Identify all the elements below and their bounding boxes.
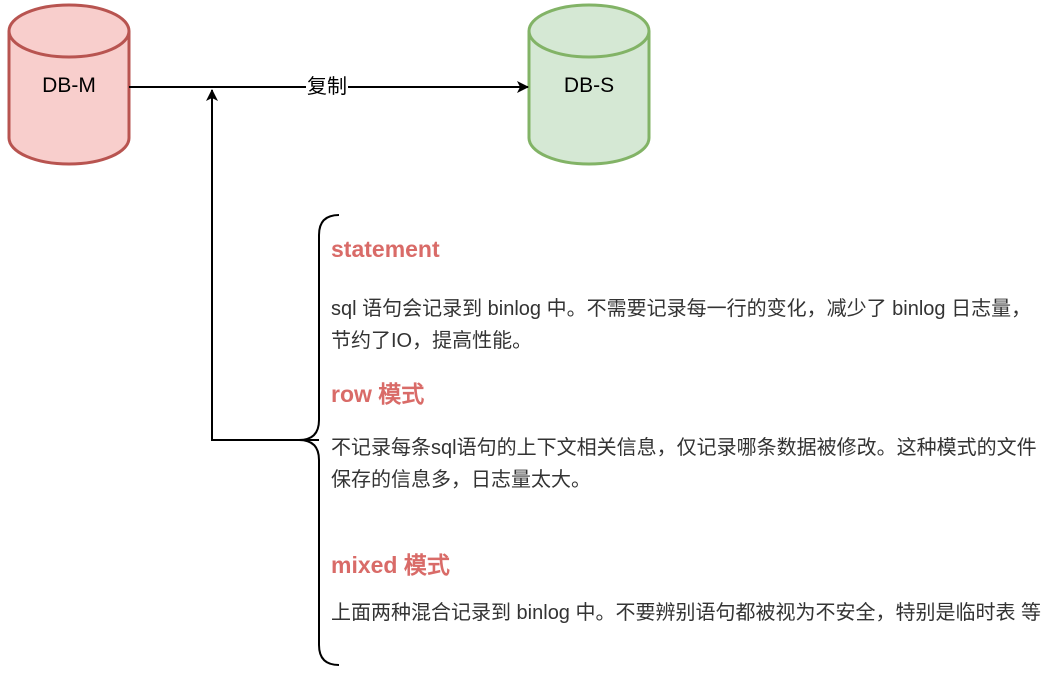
mode-mixed-description: 上面两种混合记录到 binlog 中。不要辨别语句都被视为不安全，特别是临时表 … bbox=[331, 602, 1042, 624]
mode-row-description: 不记录每条sql语句的上下文相关信息，仅记录哪条数据被修改。这种模式的文件保存的… bbox=[331, 437, 1037, 491]
mode-row-title: row 模式 bbox=[331, 381, 425, 407]
db-master-cylinder[interactable] bbox=[7, 3, 131, 166]
brace-connector-arrow[interactable] bbox=[206, 89, 319, 441]
db-slave-label: DB-S bbox=[563, 74, 615, 97]
db-slave-cylinder[interactable] bbox=[527, 3, 651, 166]
mode-mixed-title: mixed 模式 bbox=[331, 552, 450, 578]
mode-statement-description: sql 语句会记录到 binlog 中。不需要记录每一行的变化，减少了 binl… bbox=[331, 298, 1032, 352]
replication-label: 复制 bbox=[306, 76, 348, 98]
db-master-label: DB-M bbox=[42, 74, 96, 97]
curly-brace bbox=[298, 214, 340, 666]
mode-statement-title: statement bbox=[331, 236, 440, 262]
